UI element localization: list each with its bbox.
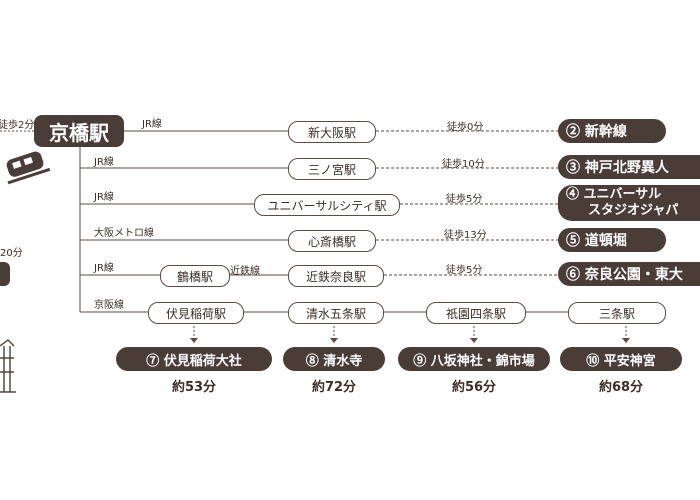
time-8: 約72分 xyxy=(311,380,357,395)
station-3: ユニバーサルシティ駅 xyxy=(254,194,400,216)
train-icon xyxy=(6,151,51,185)
line-label-2: JR線 xyxy=(94,157,114,168)
via-line-label: 近鉄線 xyxy=(230,266,260,277)
destination-5: ⑤ 道頓堀 xyxy=(558,228,666,252)
keihan-station-3: 祇園四条駅 xyxy=(426,302,526,324)
line-label-1: JR線 xyxy=(142,119,162,130)
destination-10: ⑩ 平安神宮 xyxy=(560,347,682,371)
walk-label-3: 徒歩5分 xyxy=(446,194,483,205)
station-4: 心斎橋駅 xyxy=(288,230,376,252)
arrow-10 xyxy=(622,338,630,343)
walk-label-1: 徒歩0分 xyxy=(447,122,484,133)
arrow-8 xyxy=(330,338,338,343)
destination-8: ⑧ 清水寺 xyxy=(283,347,385,371)
time-9: 約56分 xyxy=(451,380,497,395)
arrow-7 xyxy=(190,338,198,343)
walk-label-4: 徒歩13分 xyxy=(444,230,487,241)
station-5: 近鉄奈良駅 xyxy=(288,265,384,287)
left-walk-label: 徒歩2分 xyxy=(0,120,35,131)
keihan-line-label: 京阪線 xyxy=(94,300,124,311)
left-destination-box xyxy=(0,262,10,286)
walk-label-2: 徒歩10分 xyxy=(442,159,485,170)
station-1: 新大阪駅 xyxy=(288,121,376,143)
line-label-3: JR線 xyxy=(94,192,114,203)
via-station: 鶴橋駅 xyxy=(160,265,230,287)
keihan-station-4: 三条駅 xyxy=(568,302,666,324)
time-10: 約68分 xyxy=(598,380,644,395)
destination-4-line1: ④ ユニバーサル xyxy=(566,187,662,202)
station-2: 三ノ宮駅 xyxy=(288,158,376,180)
destination-4-line2: スタジオジャパ xyxy=(588,203,679,218)
destination-6: ⑥ 奈良公園・東大 xyxy=(558,262,700,286)
line-label-4: 大阪メトロ線 xyxy=(94,228,154,239)
destination-2: ② 新幹線 xyxy=(558,119,666,143)
hub-station: 京橋駅 xyxy=(34,115,124,147)
keihan-station-2: 清水五条駅 xyxy=(288,302,384,324)
shrine-icon xyxy=(0,339,16,393)
destination-4: ④ ユニバーサル スタジオジャパ xyxy=(558,185,700,221)
time-7: 約53分 xyxy=(171,380,217,395)
left-time-label: 20分 xyxy=(0,248,23,259)
destination-9: ⑨ 八坂神社・錦市場 xyxy=(398,347,550,371)
keihan-station-1: 伏見稲荷駅 xyxy=(148,302,244,324)
arrow-9 xyxy=(470,338,478,343)
destination-7: ⑦ 伏見稲荷大社 xyxy=(116,347,272,371)
walk-label-5: 徒歩5分 xyxy=(446,265,483,276)
destination-3: ③ 神戸北野異人 xyxy=(558,155,700,179)
line-label-5: JR線 xyxy=(94,263,114,274)
